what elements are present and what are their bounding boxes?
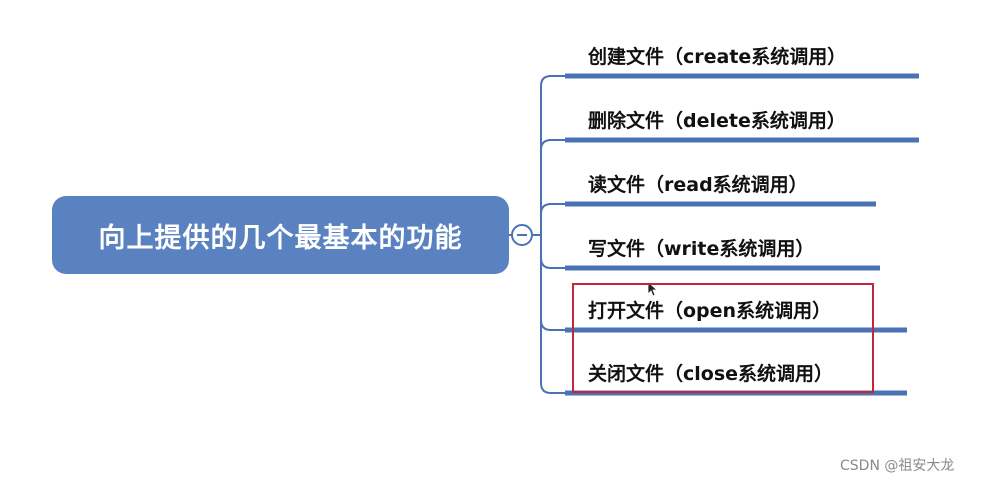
branch-node-read[interactable]: 读文件（read系统调用） bbox=[588, 174, 808, 196]
branch-connector-close bbox=[540, 235, 565, 394]
root-node[interactable]: 向上提供的几个最基本的功能 bbox=[52, 196, 509, 274]
branch-node-write[interactable]: 写文件（write系统调用） bbox=[588, 238, 815, 260]
highlight-annotation-box bbox=[572, 283, 874, 393]
branch-connector-write bbox=[540, 235, 565, 269]
minus-icon bbox=[517, 234, 527, 236]
root-node-label: 向上提供的几个最基本的功能 bbox=[98, 222, 463, 254]
branch-connector-create bbox=[533, 75, 565, 236]
branch-node-open[interactable]: 打开文件（open系统调用） bbox=[588, 300, 832, 322]
mouse-cursor-icon bbox=[647, 281, 659, 297]
branch-connector-read bbox=[540, 203, 565, 235]
branch-node-delete[interactable]: 删除文件（delete系统调用） bbox=[588, 110, 846, 132]
branch-connector-delete bbox=[540, 139, 565, 235]
branch-node-close[interactable]: 关闭文件（close系统调用） bbox=[588, 363, 834, 385]
branch-connector-open bbox=[540, 235, 565, 331]
branch-node-create[interactable]: 创建文件（create系统调用） bbox=[588, 46, 847, 68]
watermark: CSDN @祖安大龙 bbox=[840, 458, 955, 474]
collapse-button[interactable] bbox=[511, 224, 533, 246]
